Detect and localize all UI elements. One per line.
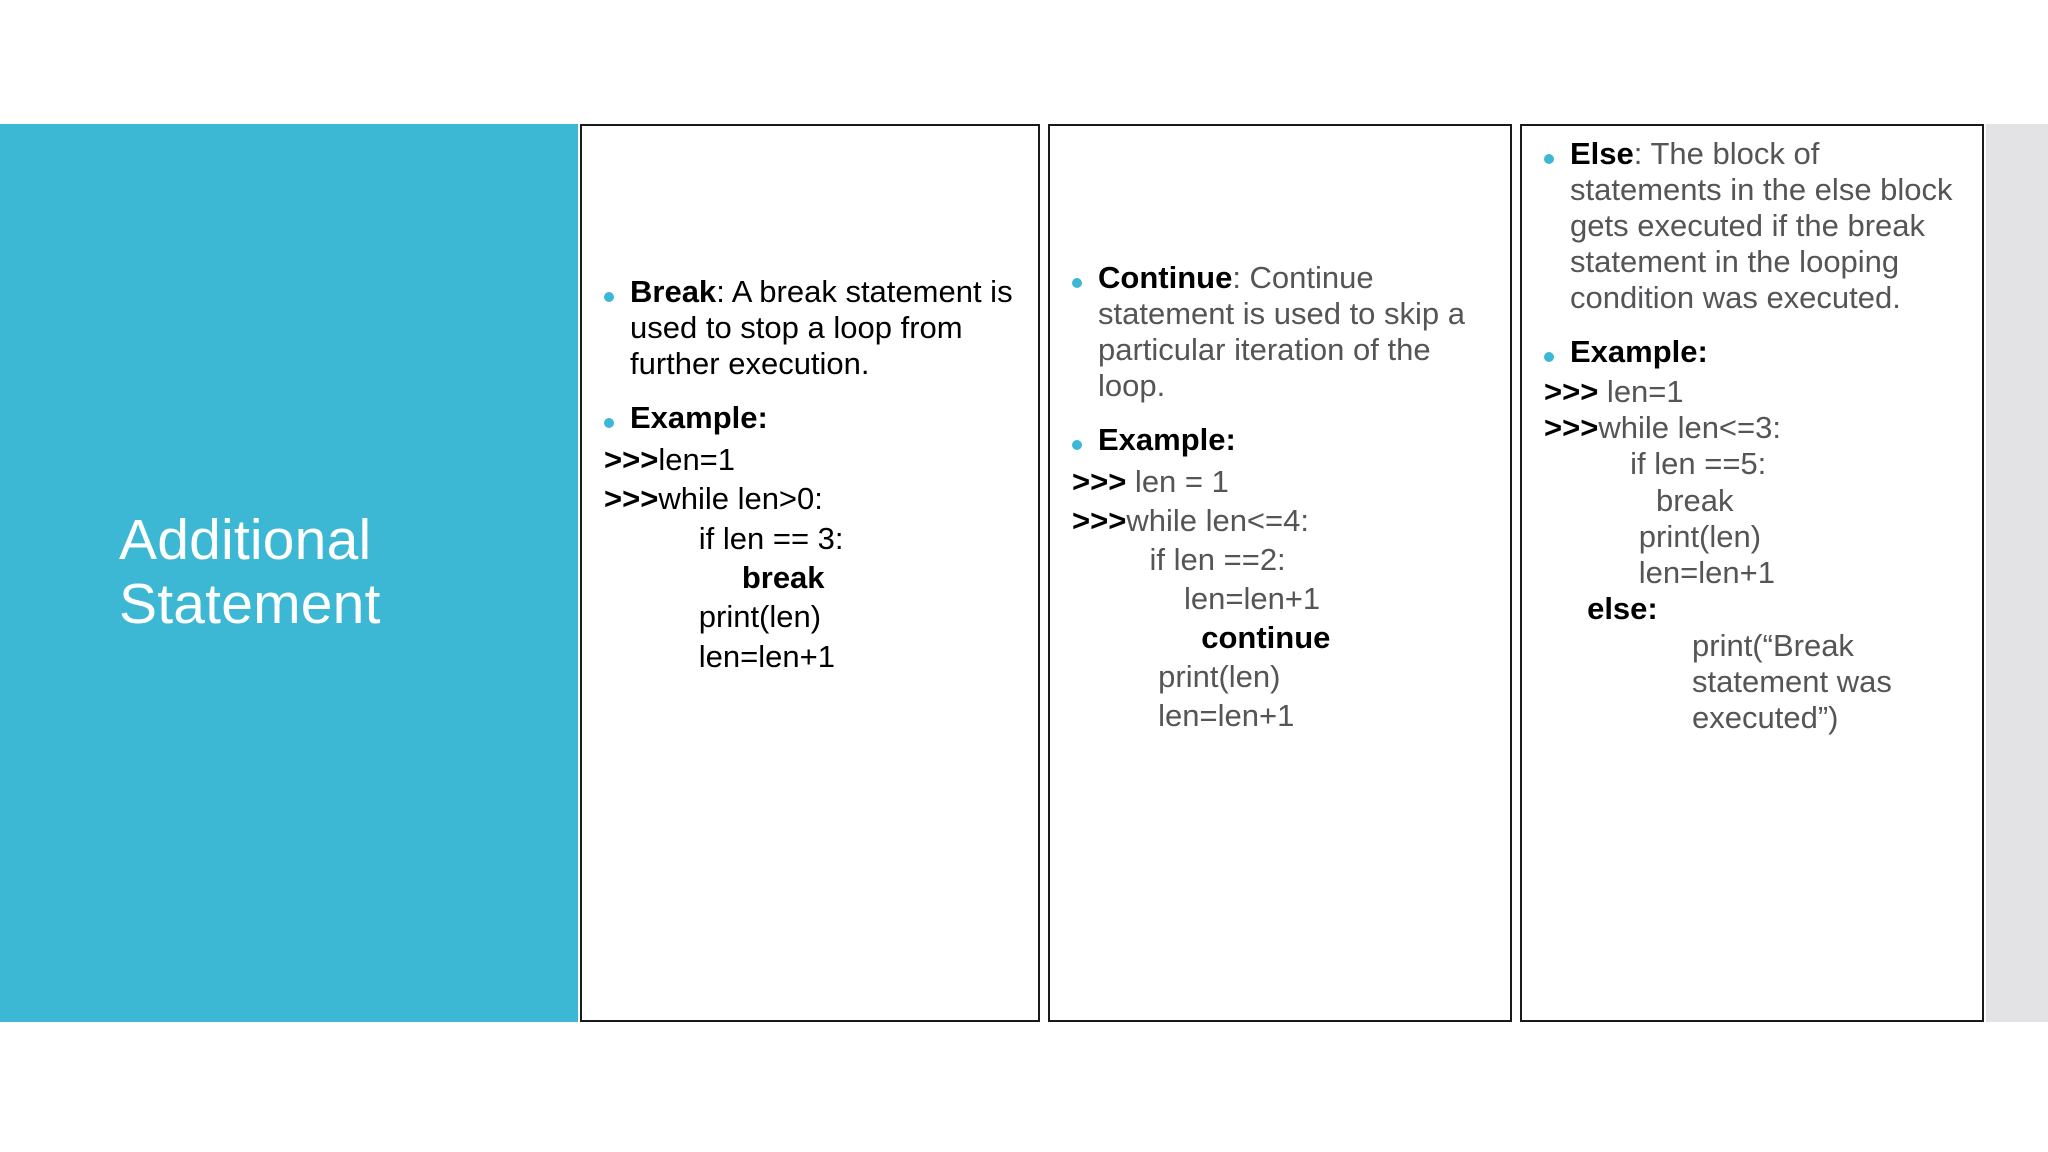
code-block-continue: >>> len = 1 >>>while len<=4: if len ==2:… — [1072, 462, 1490, 735]
content-card-else: Else: The block of statements in the els… — [1520, 124, 1984, 1022]
code-line: >>> len = 1 — [1072, 462, 1490, 501]
code-text: if len ==5: — [1630, 446, 1767, 482]
code-line: len=len+1 — [1072, 696, 1490, 735]
title-panel: Additional Statement — [0, 124, 578, 1022]
code-line: >>> len=1 — [1544, 374, 1962, 410]
code-block-break: >>>len=1 >>>while len>0: if len == 3: br… — [604, 440, 1018, 676]
content-card-continue: Continue: Continue statement is used to … — [1048, 124, 1512, 1022]
code-line: len=len+1 — [604, 637, 1018, 676]
code-keyword: break — [741, 559, 825, 595]
code-text: if len == 3: — [698, 520, 844, 556]
bullet-text: Example: — [630, 400, 1018, 436]
card-continue-content: Continue: Continue statement is used to … — [1050, 260, 1510, 735]
code-line: continue — [1072, 618, 1490, 657]
bullet-lead: Break — [630, 274, 717, 309]
code-line: >>>while len>0: — [604, 479, 1018, 518]
code-line: break — [1544, 483, 1962, 519]
bullet-else-example-label: Example: — [1544, 334, 1962, 370]
bullet-dot-icon — [1072, 439, 1082, 450]
code-line: >>>len=1 — [604, 440, 1018, 479]
code-line: print(len) — [1544, 519, 1962, 555]
code-text: len=len+1 — [698, 638, 835, 674]
code-line: print(len) — [1072, 657, 1490, 696]
bullet-break-example-label: Example: — [604, 400, 1018, 436]
code-text: print(len) — [698, 599, 822, 635]
bullet-else-definition: Else: The block of statements in the els… — [1544, 136, 1962, 316]
bullet-dot-icon — [604, 292, 614, 302]
bullet-text: Break: A break statement is used to stop… — [630, 274, 1018, 382]
right-gray-strip — [1986, 124, 2048, 1022]
bullet-rest: : The block of statements in the else bl… — [1570, 136, 1953, 315]
code-line: break — [604, 558, 1018, 597]
bullet-lead: Example: — [1098, 421, 1236, 457]
prompt-token: >>> — [1072, 463, 1127, 499]
code-text: while len<=3: — [1598, 409, 1781, 445]
page-title: Additional Statement — [119, 508, 381, 636]
code-line: else: — [1544, 591, 1962, 627]
prompt-token: >>> — [604, 441, 659, 477]
code-text: len = 1 — [1126, 463, 1229, 499]
code-text: break — [1655, 482, 1734, 518]
code-text: len=len+1 — [1183, 580, 1321, 616]
bullet-text: Example: — [1098, 422, 1490, 458]
bullet-continue-definition: Continue: Continue statement is used to … — [1072, 260, 1490, 404]
card-break-content: Break: A break statement is used to stop… — [582, 274, 1038, 676]
code-text: while len>0: — [658, 481, 823, 517]
prompt-token: >>> — [1072, 502, 1127, 538]
prompt-token: >>> — [604, 481, 659, 517]
bullet-text: Continue: Continue statement is used to … — [1098, 260, 1490, 404]
bullet-dot-icon — [1544, 154, 1554, 164]
code-text: if len ==2: — [1149, 541, 1286, 577]
bullet-dot-icon — [1544, 351, 1554, 362]
code-text: len=len+1 — [1638, 555, 1775, 591]
code-keyword: else: — [1587, 591, 1658, 627]
content-card-break: Break: A break statement is used to stop… — [580, 124, 1040, 1022]
code-line: len=len+1 — [1544, 555, 1962, 591]
bullet-dot-icon — [1072, 278, 1082, 288]
code-line: len=len+1 — [1072, 579, 1490, 618]
code-line: print(len) — [604, 597, 1018, 636]
code-line-wrapped: print(“Break statement was executed”) — [1544, 628, 1962, 737]
bullet-lead: Continue — [1098, 260, 1233, 295]
code-text: print(“Break statement was executed”) — [1692, 627, 1892, 736]
code-keyword: continue — [1201, 619, 1331, 655]
code-text: len=1 — [1598, 373, 1684, 409]
bullet-text: Example: — [1570, 334, 1962, 370]
code-line: >>>while len<=3: — [1544, 410, 1962, 446]
code-line: if len ==5: — [1544, 446, 1962, 482]
bullet-lead: Example: — [630, 399, 768, 435]
bullet-text: Else: The block of statements in the els… — [1570, 136, 1962, 316]
prompt-token: >>> — [1544, 409, 1599, 445]
code-line: if len ==2: — [1072, 540, 1490, 579]
code-text: len=1 — [658, 441, 736, 477]
bullet-continue-example-label: Example: — [1072, 422, 1490, 458]
card-else-content: Else: The block of statements in the els… — [1522, 136, 1982, 736]
code-text: print(len) — [1638, 518, 1762, 554]
code-text: len=len+1 — [1158, 698, 1295, 734]
code-text: print(len) — [1158, 659, 1281, 694]
bullet-lead: Example: — [1570, 333, 1708, 369]
code-line: if len == 3: — [604, 519, 1018, 558]
code-line: >>>while len<=4: — [1072, 501, 1490, 540]
code-block-else: >>> len=1 >>>while len<=3: if len ==5: b… — [1544, 374, 1962, 737]
bullet-rest: : A break statement is used to stop a lo… — [630, 274, 1013, 381]
bullet-rest: : Continue statement is used to skip a p… — [1098, 260, 1466, 403]
bullet-lead: Else — [1570, 136, 1634, 171]
bullet-break-definition: Break: A break statement is used to stop… — [604, 274, 1018, 382]
bullet-dot-icon — [604, 417, 614, 428]
prompt-token: >>> — [1544, 373, 1599, 409]
code-text: while len<=4: — [1126, 502, 1309, 538]
